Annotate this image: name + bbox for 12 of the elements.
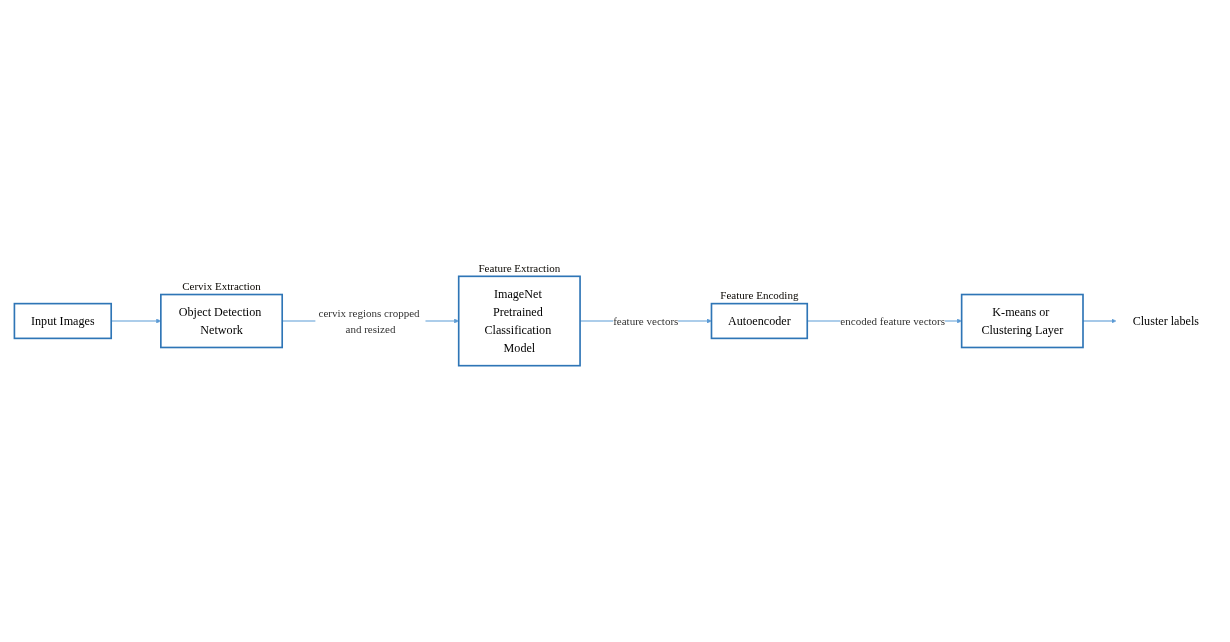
node-text: Cluster labels xyxy=(1132,314,1200,328)
node-box: K-means or Clustering Layer xyxy=(960,293,1084,349)
node-label: Feature Encoding xyxy=(720,289,799,302)
edge-label: encoded feature vectors xyxy=(840,314,946,328)
node-box: Input Images xyxy=(13,302,113,340)
node-box: Autoencoder xyxy=(710,302,809,340)
edge-label: cervix regions cropped and resized xyxy=(318,306,420,336)
node-label: Feature Extraction xyxy=(478,261,561,275)
edge-label: feature vectors xyxy=(613,314,679,328)
node-box: Object Detection Network xyxy=(160,293,283,349)
node-box: ImageNet Pretrained Classification Model xyxy=(457,275,581,367)
node-label: Cervix Extraction xyxy=(182,280,261,293)
